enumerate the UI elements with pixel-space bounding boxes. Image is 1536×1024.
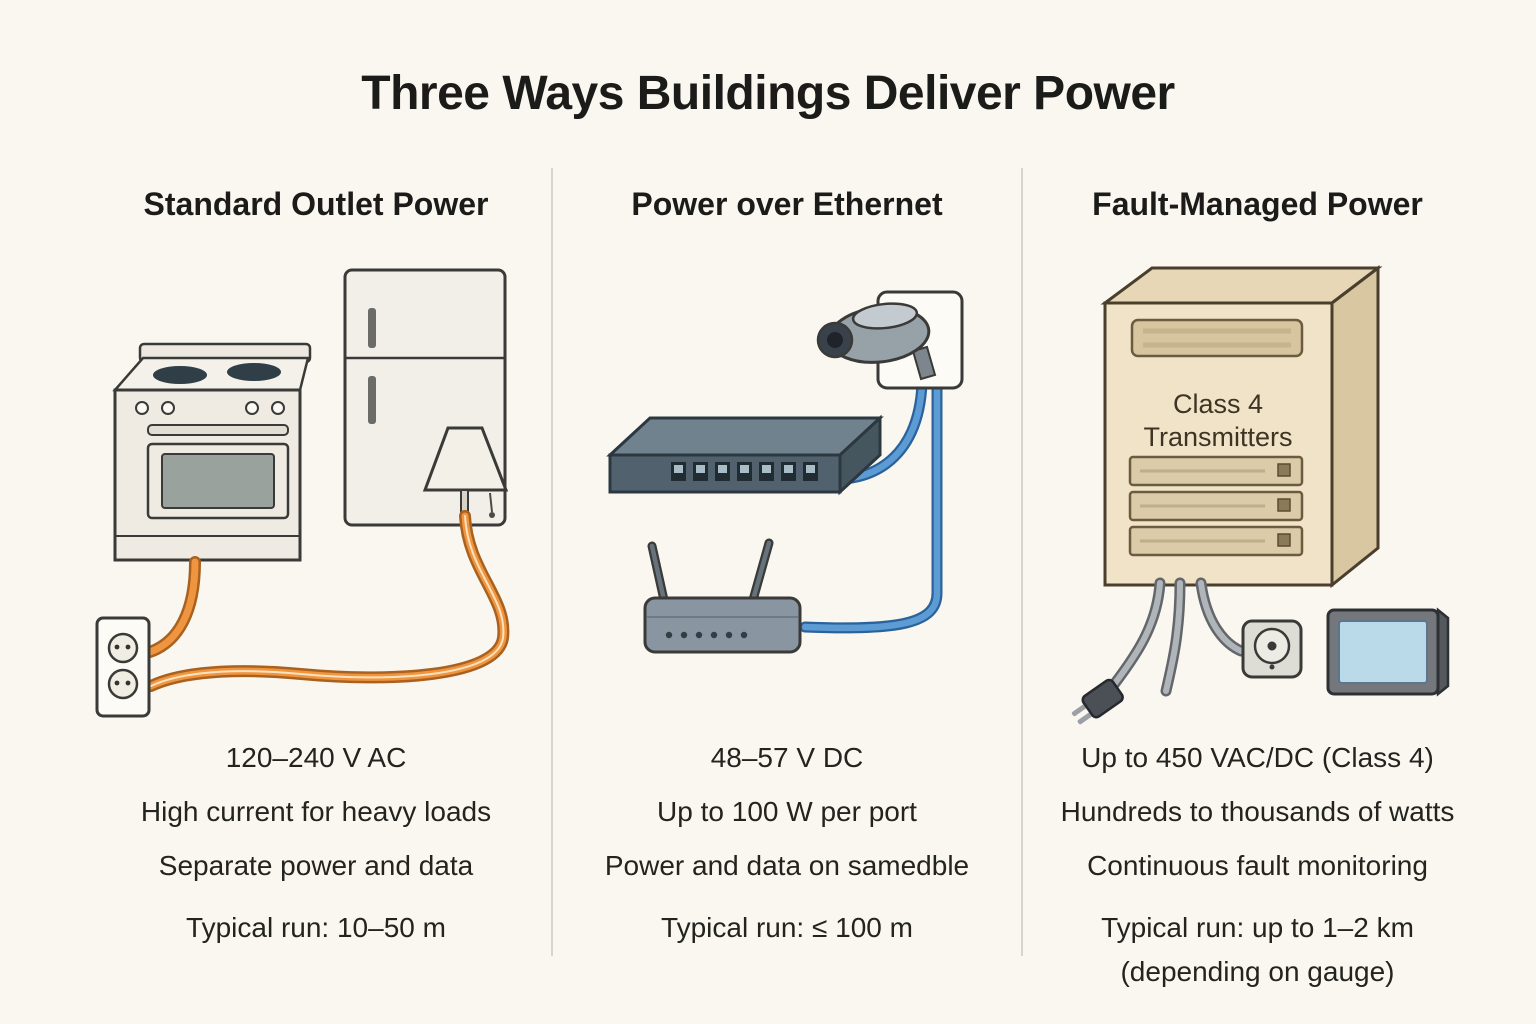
column-fault-managed-power: Fault-Managed Power Class 4 Transmitters bbox=[1025, 0, 1490, 1024]
spec-feature-2: Power and data on samedble bbox=[604, 850, 970, 881]
spec-feature-2: Separate power and data bbox=[158, 850, 474, 881]
spec-typical-run: Typical run: ≤ 100 m bbox=[661, 912, 913, 943]
power-cord-stove bbox=[144, 556, 201, 658]
ethernet-cable-camera-to-router bbox=[799, 379, 943, 634]
spec-voltage: 48–57 V DC bbox=[710, 742, 864, 773]
display-screen bbox=[1338, 620, 1428, 684]
display-panel-icon bbox=[1326, 607, 1450, 697]
power-plug-icon bbox=[1071, 678, 1124, 725]
spec-feature-2: Continuous fault monitoring bbox=[1087, 850, 1428, 881]
rack-unit bbox=[1128, 455, 1304, 487]
cabinet-vent bbox=[1130, 318, 1304, 358]
rack-unit bbox=[1128, 525, 1304, 557]
spec-feature-1: High current for heavy loads bbox=[140, 796, 492, 827]
rack-unit bbox=[1128, 490, 1304, 522]
stove-knob bbox=[135, 401, 149, 415]
spec-typical-run: Typical run: 10–50 m bbox=[186, 912, 446, 943]
wifi-router-icon bbox=[643, 538, 802, 654]
spec-typical-run-note: (depending on gauge) bbox=[1120, 956, 1395, 987]
column-heading-standard-outlet: Standard Outlet Power bbox=[143, 186, 489, 222]
wall-outlet-icon bbox=[95, 616, 151, 718]
column-power-over-ethernet: Power over Ethernet bbox=[567, 0, 1007, 1024]
poe-illustration bbox=[606, 290, 964, 654]
stove-burner bbox=[153, 366, 207, 384]
oven-window bbox=[161, 453, 275, 509]
column-heading-poe: Power over Ethernet bbox=[631, 186, 943, 222]
router-antenna-right bbox=[748, 538, 774, 605]
spec-voltage: Up to 450 VAC/DC (Class 4) bbox=[1081, 742, 1434, 773]
spec-voltage: 120–240 V AC bbox=[225, 742, 407, 773]
stove-icon bbox=[112, 342, 312, 562]
power-cord-lamp bbox=[145, 510, 510, 692]
cabinet-label-line1: Class 4 bbox=[1173, 389, 1263, 419]
standard-outlet-illustration bbox=[95, 268, 510, 718]
router-antenna-left bbox=[647, 541, 669, 605]
stove-knob bbox=[161, 401, 175, 415]
class4-transmitter-cabinet-icon: Class 4 Transmitters bbox=[1100, 264, 1383, 589]
router-leds bbox=[665, 631, 748, 639]
network-switch-icon bbox=[606, 414, 884, 496]
column-divider-left bbox=[551, 168, 553, 956]
fmp-cables bbox=[1103, 577, 1247, 697]
spec-typical-run: Typical run: up to 1–2 km bbox=[1101, 912, 1414, 943]
column-divider-right bbox=[1021, 168, 1023, 956]
spec-feature-1: Up to 100 W per port bbox=[657, 796, 917, 827]
stove-knob bbox=[245, 401, 259, 415]
wall-control-icon bbox=[1241, 619, 1303, 679]
cabinet-label-line2: Transmitters bbox=[1143, 422, 1292, 452]
column-standard-outlet-power: Standard Outlet Power bbox=[56, 0, 576, 1024]
column-heading-fmp: Fault-Managed Power bbox=[1092, 186, 1423, 222]
fault-managed-power-illustration: Class 4 Transmitters bbox=[1071, 264, 1450, 725]
spec-feature-1: Hundreds to thousands of watts bbox=[1060, 796, 1455, 827]
stove-burner bbox=[227, 363, 281, 381]
security-camera-icon bbox=[816, 290, 964, 390]
stove-knob bbox=[271, 401, 285, 415]
page-title: Three Ways Buildings Deliver Power bbox=[361, 67, 1175, 120]
switch-ports bbox=[671, 462, 818, 481]
